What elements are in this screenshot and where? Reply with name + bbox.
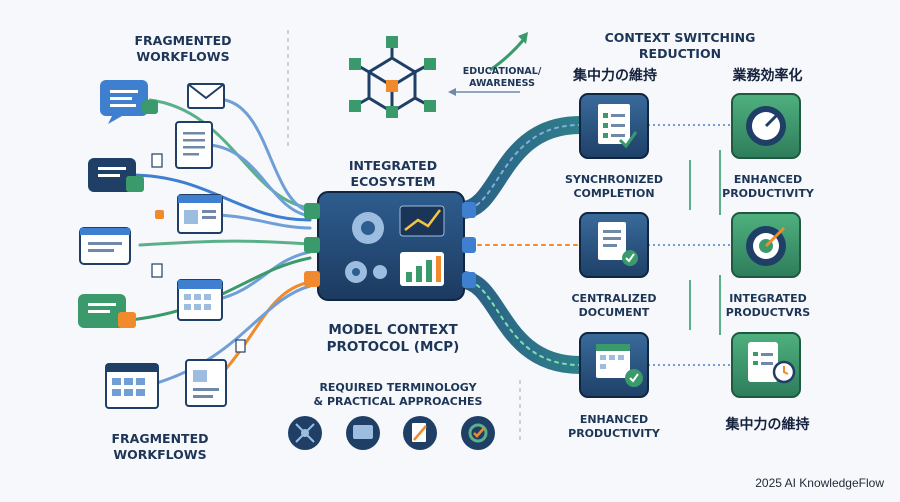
chart-trend-icon [399, 205, 445, 237]
productivity-outcome-box-3 [731, 332, 801, 398]
chat-bubble-icon [88, 158, 144, 192]
small-document-icon [235, 339, 246, 353]
chat-bubble-icon [79, 227, 131, 265]
enhanced-productivity-box [579, 332, 649, 398]
footer-credit: 2025 AI KnowledgeFlow [755, 476, 884, 490]
productivity-outcome-box-2 [731, 212, 801, 278]
calendar-check-icon [596, 344, 643, 387]
document-icon [175, 121, 213, 169]
gear-icon [345, 261, 387, 283]
calendar-icon [177, 279, 223, 321]
jp-focus-top-label: 集中力の維持 [573, 68, 657, 84]
output-pipes [453, 116, 589, 374]
gear-icon [352, 212, 384, 244]
jp-focus-bottom-label: 集中力の維持 [725, 417, 810, 433]
checklist-icon [603, 113, 638, 149]
document-check-icon [598, 222, 638, 266]
envelope-icon [187, 83, 225, 109]
context-switching-reduction-label: CONTEXT SWITCHING REDUCTION [604, 30, 756, 61]
connector-lines [648, 124, 732, 366]
fragmented-workflows-top-label: FRAGMENTED WORKFLOWS [134, 33, 232, 64]
enhanced-productivity-bottom-label: ENHANCED PRODUCTIVITY [568, 413, 660, 440]
table-icon [105, 363, 159, 409]
bar-chart-icon [400, 252, 444, 286]
browser-window-icon [177, 194, 223, 234]
source-flow-lines [128, 98, 312, 387]
chat-bubble-icon [78, 294, 136, 328]
integrated-productvrs-label: INTEGRATED PRODUCTVRS [725, 292, 811, 319]
settings-check-icon [461, 416, 495, 450]
educational-awareness-label: EDUCATIONAL/ AWARENESS [462, 66, 542, 89]
enhanced-productivity-right-label: ENHANCED PRODUCTIVITY [722, 173, 814, 200]
synchronized-completion-label: SYNCHRONIZED COMPLETION [564, 173, 664, 200]
notepad-icon [403, 416, 437, 450]
mcp-label: MODEL CONTEXT PROTOCOL (MCP) [326, 322, 460, 355]
productivity-outcome-box-1 [731, 93, 801, 159]
chat-bubble-icon [100, 80, 158, 124]
gauge-gear-icon [746, 106, 786, 146]
integrated-ecosystem-label: INTEGRATED ECOSYSTEM [348, 158, 438, 189]
mcp-hub [304, 191, 476, 301]
chat-screen-icon [346, 416, 380, 450]
small-document-icon [151, 153, 163, 168]
small-document-icon [151, 263, 163, 278]
synchronized-completion-box [579, 93, 649, 159]
centralized-document-label: CENTRALIZED DOCUMENT [571, 292, 657, 319]
centralized-document-box [579, 212, 649, 278]
required-terminology-label: REQUIRED TERMINOLOGY & PRACTICAL APPROAC… [313, 381, 483, 408]
cube-network-icon [349, 36, 436, 118]
fragmented-workflows-bottom-label: FRAGMENTED WORKFLOWS [111, 431, 209, 462]
clipboard-clock-icon [748, 342, 796, 384]
small-gear-icon [155, 210, 164, 219]
target-gear-icon [746, 226, 786, 266]
jp-efficiency-label: 業務効率化 [732, 68, 803, 84]
network-icon [288, 416, 322, 450]
document-icon [185, 359, 227, 407]
arrow-trend-icon [448, 32, 528, 96]
